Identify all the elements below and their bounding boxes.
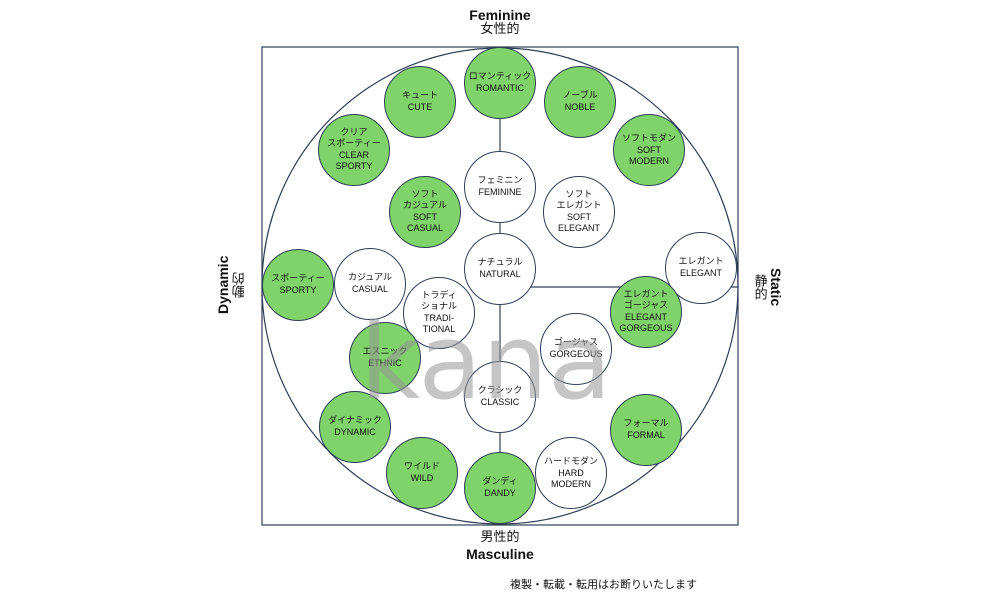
- bubble-label-ja: ゴージャス: [623, 301, 669, 311]
- bubble-label-en: FORMAL: [627, 430, 665, 440]
- bubble-label-en: ELEGANT: [624, 312, 667, 322]
- bubble-label-en: DANDY: [484, 488, 516, 498]
- bubble-label-en: SOFT: [637, 144, 661, 155]
- copyright-notice: 複製・転載・転用はお断りいたします: [510, 578, 697, 591]
- bubble-label-en: MODERN: [629, 155, 669, 166]
- axis-bottom-en: Masculine: [466, 545, 534, 562]
- axis-left-ja: 動的: [232, 272, 248, 298]
- bubble-label-en: NATURAL: [479, 269, 521, 279]
- bubble-label-ja: ダイナミック: [328, 416, 382, 426]
- bubble-label-en: CLASSIC: [480, 397, 520, 407]
- bubble-label-en: SPORTY: [279, 285, 317, 295]
- bubble-label-ja: トラディ: [421, 291, 457, 301]
- bubble-label-en: CUTE: [407, 102, 433, 112]
- bubble-label-ja: カジュアル: [347, 273, 393, 283]
- bubble-label-en: ELEGANT: [679, 268, 722, 278]
- bubble-label-ja: フェミニン: [477, 176, 523, 186]
- bubble-label-ja: フォーマル: [623, 419, 669, 429]
- axis-top: Feminine 女性的: [440, 7, 560, 38]
- bubble-label-en: SOFT: [567, 212, 591, 222]
- bubble-label-ja: キュート: [401, 91, 438, 101]
- bubble-label-ja: ショナル: [420, 302, 457, 312]
- bubble-label-ja: ゴージャス: [553, 338, 599, 348]
- bubble-label-en: GORGEOUS: [619, 323, 673, 333]
- axis-left-en: Dynamic: [215, 255, 231, 315]
- bubble-label-en: TIONAL: [422, 324, 456, 334]
- bubble-label-en: HARD: [558, 467, 584, 478]
- bubble-label-en: GORGEOUS: [549, 349, 603, 359]
- bubble-label-ja: クリア: [340, 128, 368, 138]
- bubble-label-ja: ワイルド: [403, 462, 440, 472]
- bubble-label-en: CLEAR: [338, 150, 369, 160]
- axis-right: Static 静的: [750, 262, 785, 312]
- bubble-label-ja: ナチュラル: [477, 258, 523, 268]
- bubble-label-en: ELEGANT: [557, 223, 600, 233]
- axis-bottom-ja: 男性的: [480, 530, 520, 545]
- bubble-label-en: WILD: [410, 473, 434, 483]
- bubble-label-en: TRADI-: [424, 313, 454, 323]
- bubble-label-ja: ソフトモダン: [621, 133, 676, 144]
- bubble-label-en: MODERN: [551, 478, 591, 489]
- bubble-label-en: NOBLE: [564, 102, 596, 112]
- bubble-label-ja: ロマンティック: [468, 72, 532, 82]
- bubble-label-en: FEMININE: [478, 187, 522, 197]
- bubble-label-en: ETHNIC: [368, 358, 402, 368]
- bubble-label-en: SPORTY: [335, 161, 373, 171]
- bubble-label-ja: カジュアル: [402, 201, 448, 211]
- bubble-label-ja: エスニック: [362, 347, 408, 357]
- axis-top-en: Feminine: [469, 7, 531, 23]
- axis-left: Dynamic 動的: [214, 250, 249, 320]
- axis-bottom: 男性的 Masculine: [440, 530, 560, 562]
- bubble-label-ja: ノーブル: [562, 91, 598, 101]
- axis-top-ja: 女性的: [480, 22, 520, 38]
- bubble-label-ja: ソフト: [411, 190, 439, 200]
- bubble-label-ja: ダンディ: [482, 477, 518, 487]
- bubble-label-en: CASUAL: [406, 223, 443, 233]
- bubble-label-en: ROMANTIC: [476, 83, 524, 93]
- bubble-label-ja: ハードモダン: [543, 456, 598, 467]
- bubble-label-en: CASUAL: [351, 284, 388, 294]
- bubble-label-ja: エレガント: [623, 290, 669, 300]
- bubble-label-ja: ソフト: [565, 190, 593, 200]
- axis-right-en: Static: [768, 267, 785, 307]
- bubble-label-ja: スポーティー: [271, 274, 325, 284]
- bubble-label-ja: スポーティー: [327, 139, 381, 149]
- axis-right-ja: 静的: [751, 274, 767, 300]
- bubble-label-ja: エレガント: [678, 257, 724, 267]
- bubble-label-ja: エレガント: [556, 201, 602, 211]
- bubble-label-en: SOFT: [413, 212, 437, 222]
- bubble-label-en: DYNAMIC: [334, 427, 376, 437]
- bubble-label-ja: クラシック: [477, 386, 523, 396]
